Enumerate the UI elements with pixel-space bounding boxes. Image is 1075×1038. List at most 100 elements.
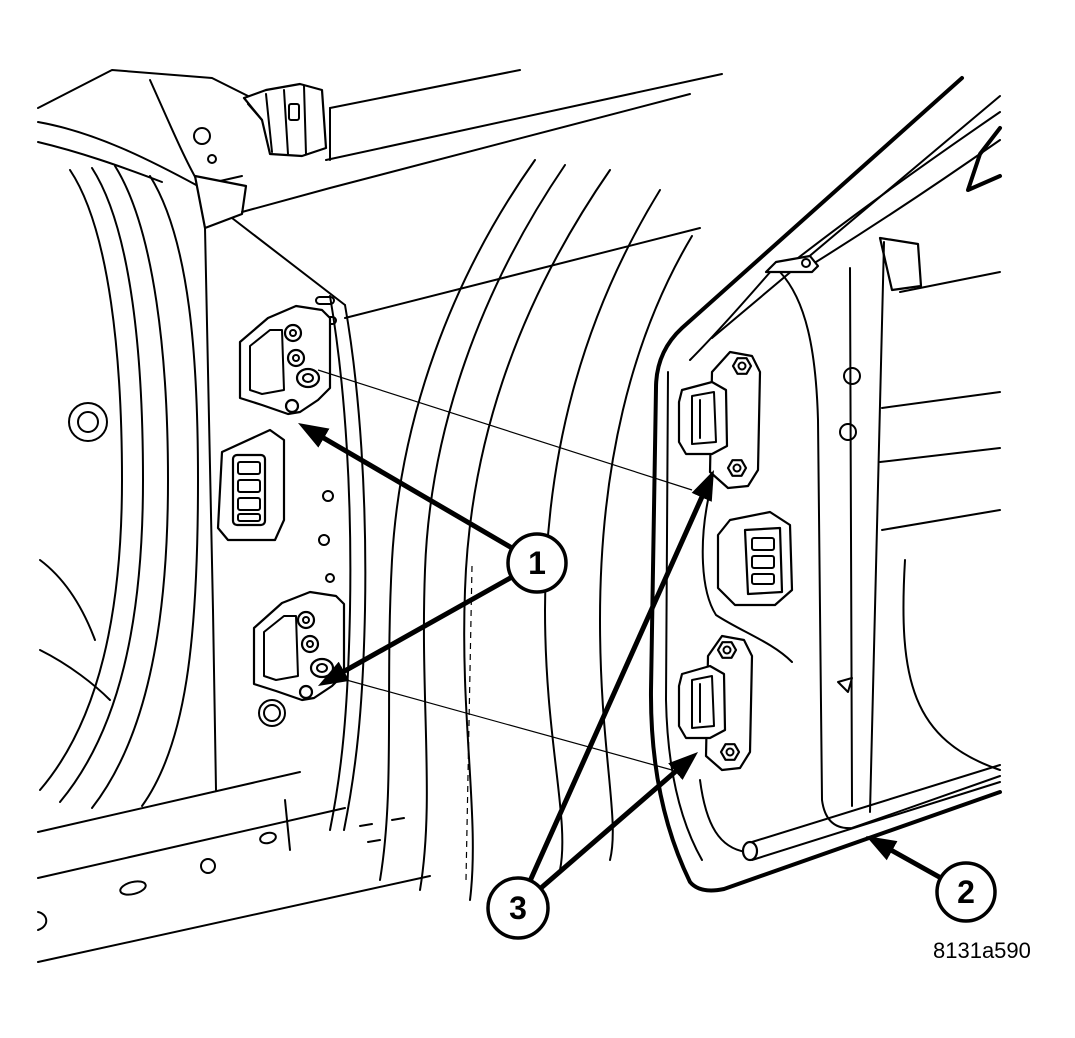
pillar-face-line	[204, 227, 217, 791]
hinge-alignment-lines	[317, 369, 693, 771]
door-lower-hinge	[677, 634, 754, 772]
callout-2-leader	[865, 836, 943, 881]
panel-line	[39, 559, 96, 641]
body-lower-hinge-ring-inner	[263, 704, 281, 722]
roof-rail-line	[329, 69, 521, 109]
body-upper-hinge-bolt-center	[292, 354, 300, 362]
door-hinge-face-line	[665, 371, 703, 861]
door-upper-hinge-bolt	[726, 459, 748, 477]
hidden-line	[465, 565, 473, 881]
callout-3-circle	[486, 876, 550, 940]
body-lower-hinge-bolt	[296, 610, 316, 630]
rocker-slot	[259, 831, 277, 845]
panel-access-hole	[68, 402, 108, 442]
door-hinge-face-top	[689, 269, 773, 361]
flange-line	[59, 167, 144, 803]
door-panel-line	[879, 447, 1001, 463]
figure-id-label: 8131a590	[933, 938, 1031, 963]
door-opening-flange	[39, 165, 199, 809]
door-seal-strip-edge	[751, 764, 1001, 843]
rocker-line	[37, 807, 346, 879]
body-upper-panel-line	[37, 141, 163, 183]
roof-bracket	[242, 82, 328, 158]
pillar-top-line	[149, 79, 199, 183]
callout-1: 1	[298, 423, 568, 686]
panel-contour	[463, 169, 611, 901]
callout-1-leader-upper	[298, 423, 514, 551]
body-lower-hinge-knuckle	[309, 657, 335, 679]
callout-3-leader-upper	[527, 470, 714, 883]
rocker-mark	[359, 817, 405, 843]
pillar-hole	[325, 573, 335, 583]
callout-1-leader-lower	[317, 574, 514, 686]
door-panel-line	[881, 391, 1001, 409]
body-lower-hinge-bolt-center	[306, 640, 314, 648]
pillar-hole	[193, 127, 211, 145]
door-connector-terminal	[751, 555, 775, 569]
body-upper-hinge-knuckle	[295, 367, 321, 389]
door-lower-inner-line	[699, 779, 747, 853]
pillar-top-cap	[193, 174, 248, 230]
roof-rail-line	[325, 73, 723, 161]
rocker-hole	[200, 858, 216, 874]
pillar-slot	[315, 296, 335, 305]
body-lower-hinge-recess	[263, 615, 299, 681]
callout-3: 3	[486, 470, 714, 940]
door-connector-terminal	[751, 537, 775, 551]
pillar-rear-edge	[343, 304, 367, 831]
roof-bracket-rib	[247, 85, 307, 155]
rocker-bottom-edge	[37, 875, 431, 963]
body-upper-panel-line	[37, 121, 243, 187]
door-upper-hinge-bolt-center	[732, 463, 742, 473]
flange-line	[91, 165, 169, 809]
pillar-hole	[207, 154, 217, 164]
body-upper-hinge-recess	[249, 329, 285, 395]
body-upper-hinge	[238, 304, 332, 416]
door-inner-panel-edge	[779, 271, 1001, 830]
rocker-slot	[37, 911, 48, 931]
body-lower-hinge-ring	[258, 699, 286, 727]
callout-2-label: 2	[957, 874, 975, 910]
door-window-corner	[966, 126, 1002, 192]
flange-line	[39, 169, 123, 791]
door-seal-strip-edge	[751, 781, 1001, 861]
roof-rail-line	[241, 93, 691, 213]
door-panel-line	[899, 271, 1001, 293]
body-connector-terminal	[237, 479, 261, 493]
lower-hinge-alignment-line	[331, 675, 673, 771]
roof-bracket-slot	[288, 103, 300, 121]
door-upper-hinge	[677, 350, 762, 490]
door-panel-hole	[839, 423, 857, 441]
rocker-line	[284, 799, 291, 851]
callout-1-circle	[506, 532, 568, 594]
door-panel-line	[902, 559, 1001, 771]
pillar-diagonal-line	[231, 217, 346, 306]
pillar-rear-edge	[329, 295, 352, 831]
panel-contour	[419, 164, 566, 891]
door-panel-line	[881, 509, 1001, 531]
rocker-panel	[37, 771, 431, 963]
body-upper-hinge-bolt	[286, 348, 306, 368]
callout-2: 2	[865, 836, 997, 923]
door-wiring-connector	[716, 510, 794, 607]
left-panel	[39, 402, 111, 701]
body-connector-plug	[231, 453, 267, 527]
body-top-edge	[37, 69, 249, 109]
pillar-hole	[318, 534, 330, 546]
callout-3-leader-lower	[539, 752, 699, 890]
door-upper-hinge-strap	[691, 391, 717, 445]
door-seal-strip	[741, 764, 1001, 862]
body-lower-hinge-pin	[298, 684, 314, 700]
body-upper-hinge-bolt	[283, 323, 303, 343]
flange-line	[141, 175, 199, 807]
panel-contour	[379, 159, 536, 881]
body-upper-hinge-bolt-center	[289, 329, 297, 337]
panel-contour	[599, 235, 693, 861]
rocker-slot	[119, 880, 147, 896]
upper-hinge-alignment-line	[317, 369, 693, 491]
door-connector-plug	[743, 526, 784, 596]
body-wiring-connector	[216, 428, 286, 542]
pillar-hole	[322, 490, 334, 502]
